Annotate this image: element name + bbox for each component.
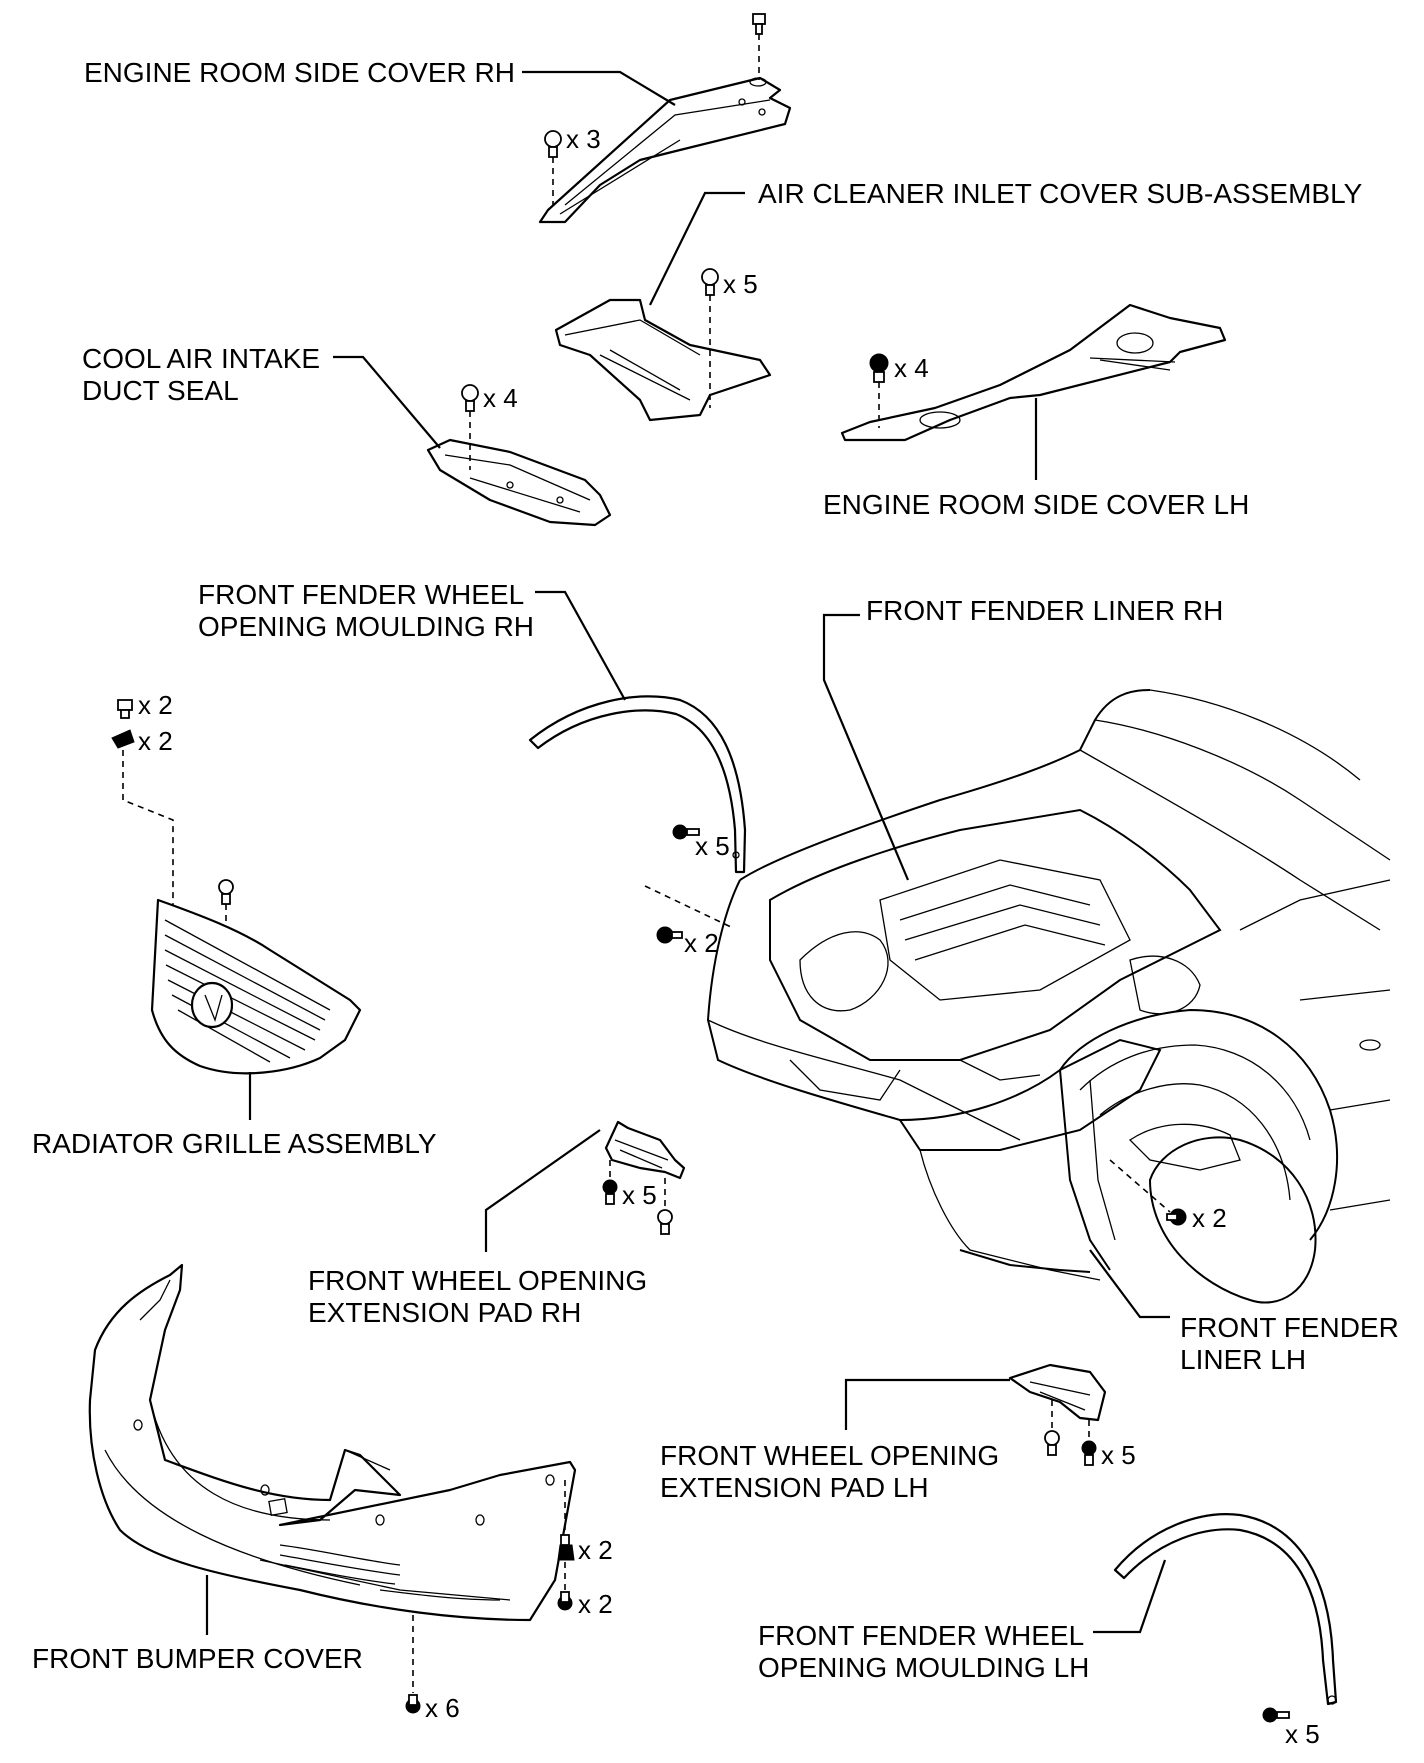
label-engine-room-side-cover-rh: ENGINE ROOM SIDE COVER RH [84, 57, 515, 88]
label-ext-pad-lh-line1: FRONT WHEEL OPENING [660, 1440, 999, 1471]
fastener-moulding-lh [1262, 1707, 1290, 1723]
qty-bumper-bottom: x 6 [425, 1693, 460, 1723]
front-wheel-opening-extension-pad-lh [1008, 1363, 1107, 1422]
engine-room-side-cover-rh [538, 76, 792, 224]
label-air-cleaner-inlet-cover: AIR CLEANER INLET COVER SUB-ASSEMBLY [758, 178, 1363, 209]
fastener-lh-cover [869, 353, 889, 383]
qty-pad-lh: x 5 [1101, 1440, 1136, 1470]
fastener-inlet-cover [701, 268, 719, 296]
qty-bumper-b: x 2 [578, 1589, 613, 1619]
grille-clip-a [117, 699, 133, 719]
fastener-pad-rh-a [602, 1179, 618, 1205]
qty-pad-rh: x 5 [622, 1180, 657, 1210]
front-bumper-cover [88, 1263, 577, 1622]
fastener-liner-lh [1166, 1208, 1187, 1226]
front-fender-wheel-opening-moulding-rh [528, 695, 747, 874]
fastener-liner-rh [656, 926, 683, 944]
qty-bumper-a: x 2 [578, 1535, 613, 1565]
grille-fastener [218, 879, 234, 905]
cool-air-intake-duct-seal [426, 438, 612, 527]
fastener-moulding-rh [672, 824, 700, 840]
fastener-pad-lh-b [1081, 1440, 1097, 1466]
qty-moulding-rh: x 5 [695, 831, 730, 861]
fastener-pad-rh-b [657, 1209, 673, 1235]
label-fender-moulding-lh-line1: FRONT FENDER WHEEL [758, 1620, 1084, 1651]
label-fender-moulding-lh-line2: OPENING MOULDING LH [758, 1652, 1089, 1683]
qty-liner-rh: x 2 [684, 928, 719, 958]
fastener-rh-cover [544, 130, 562, 158]
air-cleaner-inlet-cover [554, 298, 772, 422]
label-engine-room-side-cover-lh: ENGINE ROOM SIDE COVER LH [823, 489, 1249, 520]
front-fender-wheel-opening-moulding-lh [1113, 1513, 1338, 1706]
qty-lh-cover: x 4 [894, 353, 929, 383]
label-ext-pad-rh-line1: FRONT WHEEL OPENING [308, 1265, 647, 1296]
label-fender-liner-lh-line2: LINER LH [1180, 1344, 1306, 1375]
fastener-rh-cover-top [752, 13, 766, 35]
fastener-bumper-a [557, 1534, 575, 1561]
radiator-grille-assembly [150, 898, 362, 1075]
label-ext-pad-lh-line2: EXTENSION PAD LH [660, 1472, 929, 1503]
label-radiator-grille: RADIATOR GRILLE ASSEMBLY [32, 1128, 437, 1159]
label-ext-pad-rh-line2: EXTENSION PAD RH [308, 1297, 581, 1328]
fastener-duct-seal [461, 384, 479, 412]
vehicle-front-body [706, 689, 1391, 1304]
grille-clip-b [111, 729, 135, 749]
label-fender-moulding-rh-line2: OPENING MOULDING RH [198, 611, 534, 642]
label-front-fender-liner-rh: FRONT FENDER LINER RH [866, 595, 1223, 626]
fastener-bumper-b [557, 1591, 573, 1611]
qty-grille-clip-a: x 2 [138, 690, 173, 720]
qty-rh-cover: x 3 [566, 124, 601, 154]
front-wheel-opening-extension-pad-rh [604, 1120, 686, 1180]
label-cool-air-intake-line1: COOL AIR INTAKE [82, 343, 320, 374]
qty-moulding-lh: x 5 [1285, 1719, 1320, 1749]
label-fender-moulding-rh-line1: FRONT FENDER WHEEL [198, 579, 524, 610]
label-front-bumper-cover: FRONT BUMPER COVER [32, 1643, 363, 1674]
qty-liner-lh: x 2 [1192, 1203, 1227, 1233]
qty-inlet-cover: x 5 [723, 269, 758, 299]
qty-duct-seal: x 4 [483, 383, 518, 413]
label-cool-air-intake-line2: DUCT SEAL [82, 375, 239, 406]
engine-room-side-cover-lh [840, 303, 1227, 442]
qty-grille-clip-b: x 2 [138, 726, 173, 756]
label-fender-liner-lh-line1: FRONT FENDER [1180, 1312, 1399, 1343]
fastener-pad-lh-a [1044, 1430, 1060, 1456]
fastener-bumper-bottom [405, 1694, 421, 1714]
